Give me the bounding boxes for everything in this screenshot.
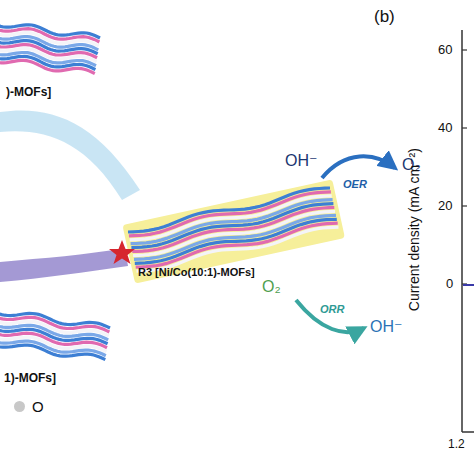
mof-layer: [137, 227, 339, 271]
data-curve: [463, 284, 474, 286]
axis-title: Current density (mA cm⁻²): [406, 149, 421, 312]
text-label: ORR: [320, 303, 344, 315]
text-label: (b): [374, 8, 395, 27]
text-label: R3 [Ni/Co(10:1)-MOFs]: [138, 266, 255, 278]
ribbon-glow: [127, 184, 340, 279]
mof-layer: [0, 342, 105, 360]
text-label: 60: [438, 43, 452, 57]
legend-text: O: [32, 398, 44, 415]
text-label: OH⁻: [285, 152, 317, 170]
guide-band: [0, 248, 128, 282]
text-label: 40: [438, 121, 452, 135]
guide-band: [0, 110, 140, 200]
y-axis: [461, 30, 463, 432]
text-label: O₂: [262, 278, 281, 296]
text-label: 1.2: [448, 438, 465, 451]
mof-layer: [0, 58, 95, 74]
legend-swatch: [14, 401, 25, 412]
text-label: OER: [343, 178, 367, 190]
orr-arrow: [296, 300, 364, 332]
star-marker: [109, 240, 135, 264]
x-axis: [462, 431, 474, 433]
axis-ticks: [462, 50, 467, 284]
text-label: )-MOFs]: [6, 86, 51, 99]
text-label: OH⁻: [370, 318, 402, 336]
text-label: 20: [438, 199, 452, 213]
legend-row: O: [14, 398, 44, 415]
oer-arrow: [322, 156, 395, 178]
text-label: 1)-MOFs]: [4, 372, 56, 385]
text-label: 0: [446, 277, 453, 291]
